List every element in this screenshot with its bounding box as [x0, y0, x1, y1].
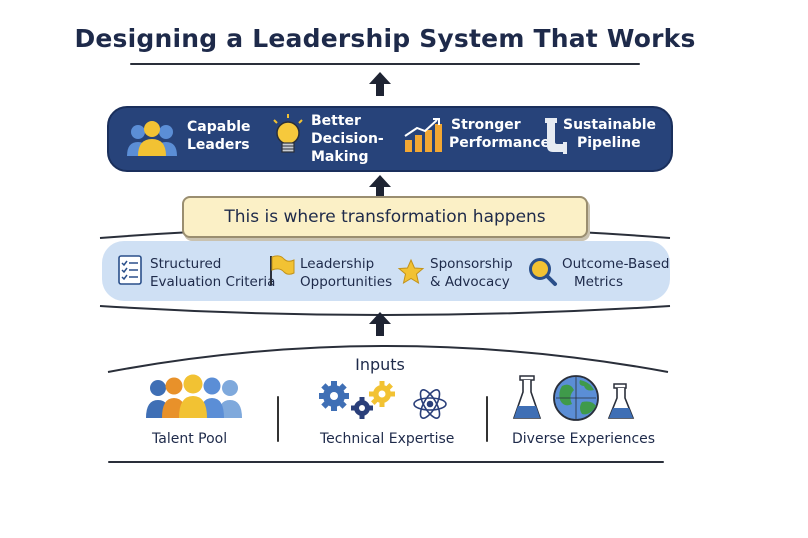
outcome-label-line: Leaders	[187, 137, 250, 153]
arrow-bottom-shaft	[376, 322, 384, 336]
rising-bar-chart-icon	[404, 118, 442, 152]
outcome-label-line: Capable	[187, 119, 251, 135]
arrow-bottom-head	[369, 312, 391, 324]
arrow-top-head	[369, 72, 391, 84]
outcome-label-4: Sustainable Pipeline	[563, 116, 656, 152]
outcome-label-line: Better	[311, 113, 361, 129]
outcome-label-line: Pipeline	[577, 135, 641, 151]
outcome-label-2: Better Decision- Making	[311, 112, 384, 166]
arrow-top-shaft	[376, 82, 384, 96]
inputs-separator-1	[277, 396, 279, 442]
inputs-baseline	[108, 461, 664, 463]
input-label-technical-expertise: Technical Expertise	[320, 431, 455, 447]
diagram-title: Designing a Leadership System That Works	[74, 24, 696, 53]
pipe-icon	[545, 118, 567, 154]
mechanism-label-line: & Advocacy	[430, 274, 510, 290]
outcome-label-line: Stronger	[451, 117, 521, 133]
transformation-banner: This is where transformation happens	[182, 196, 588, 238]
star-icon	[397, 258, 425, 285]
title-underline	[130, 63, 640, 65]
lightbulb-icon	[273, 114, 303, 153]
inputs-separator-2	[486, 396, 488, 442]
flag-icon	[270, 255, 295, 285]
input-label-talent-pool: Talent Pool	[152, 431, 228, 447]
outcome-label-line: Performance	[449, 135, 551, 151]
mechanism-label-line: Sponsorship	[430, 256, 513, 272]
people-icon	[127, 121, 177, 156]
input-label-diverse-experiences: Diverse Experiences	[512, 431, 656, 447]
inputs-title: Inputs	[355, 355, 405, 374]
gears-atom-icon	[319, 381, 447, 419]
mechanism-label-line: Structured	[150, 256, 222, 272]
outcome-label-line: Making	[311, 149, 369, 165]
flasks-globe-icon	[512, 375, 635, 421]
arrow-middle-shaft	[376, 185, 384, 197]
mechanism-label-line: Metrics	[574, 274, 624, 290]
outcome-label-3: Stronger Performance	[449, 116, 550, 152]
mechanism-label-line: Opportunities	[300, 274, 393, 290]
outcome-label-line: Decision-	[311, 131, 384, 147]
arrow-middle-head	[369, 175, 391, 187]
group-people-icon	[146, 374, 242, 418]
checklist-icon	[118, 255, 142, 285]
outcome-label-1: Capable Leaders	[187, 118, 251, 154]
mechanism-label-line: Evaluation Criteria	[150, 274, 276, 290]
outcomes-bar: Capable Leaders Better Decision- Making	[107, 106, 673, 172]
mechanism-label-line: Outcome-Based	[562, 256, 670, 272]
outcome-label-line: Sustainable	[563, 117, 657, 133]
mechanisms-band: Structured Evaluation Criteria Leadershi…	[102, 241, 670, 301]
mechanism-label-line: Leadership	[300, 256, 375, 272]
magnifier-icon	[529, 258, 557, 286]
